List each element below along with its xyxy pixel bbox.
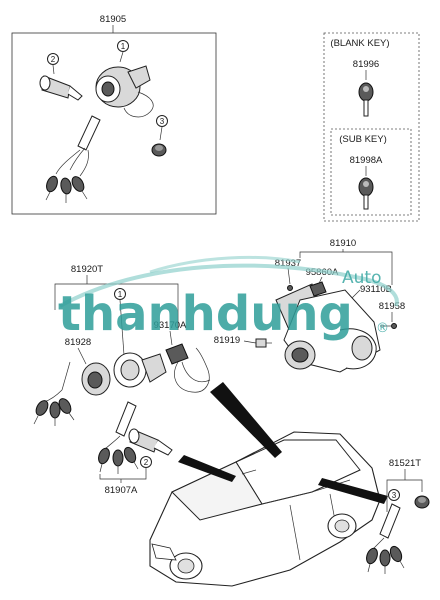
blank-key-icon — [358, 82, 374, 117]
callout-circle-3-bottom — [388, 489, 400, 501]
callout-1-mid: 1 — [118, 290, 123, 299]
leader-c1-mid — [119, 299, 125, 356]
door-lock-set-group: 2 81907A — [98, 401, 173, 496]
label-81905: 81905 — [100, 14, 126, 25]
sub-key-heading: (SUB KEY) — [339, 134, 387, 145]
callout-2-bottom: 2 — [144, 458, 149, 467]
trunk-cylinder-icon — [414, 495, 430, 509]
label-81937: 81937 — [275, 258, 301, 269]
sub-key-box — [330, 128, 412, 216]
callout-circle-1-mid — [114, 288, 126, 300]
label-81919: 81919 — [214, 335, 240, 346]
key-set-mid-icon — [33, 361, 75, 426]
callout-2-top: 2 — [51, 55, 56, 64]
steering-lock-housing-icon — [275, 281, 397, 373]
ignition-cylinder-icon — [95, 65, 154, 118]
callout-circle-2-top — [47, 53, 59, 65]
label-81521T: 81521T — [389, 458, 421, 469]
leader-93170A — [169, 330, 173, 346]
callout-3-top: 3 — [160, 117, 165, 126]
watermark-suffix: Auto — [342, 268, 381, 288]
label-81920T: 81920T — [71, 264, 103, 275]
ignition-set-box — [11, 32, 217, 215]
leader-81919 — [243, 340, 257, 344]
pointer-arrows — [178, 382, 388, 504]
key-options-group: (BLANK KEY) 81996 (SUB KEY) 81998A — [323, 32, 420, 222]
watermark: thanhdung Auto ® — [58, 255, 399, 342]
trunk-cylinder-cap-icon — [151, 143, 167, 157]
watermark-car-swoosh — [59, 263, 399, 308]
key-set-icon — [45, 115, 101, 203]
label-81910: 81910 — [330, 238, 356, 249]
leader-c1-top — [119, 51, 124, 63]
sub-key-icon — [358, 177, 374, 210]
blank-key-heading: (BLANK KEY) — [330, 38, 389, 49]
callout-circle-1-top — [117, 40, 129, 52]
door-lock-cylinder-icon — [39, 75, 83, 101]
label-81907A: 81907A — [105, 485, 138, 496]
label-81928: 81928 — [65, 337, 91, 348]
wiring-harness-icon — [165, 343, 211, 393]
bracket-81521T — [386, 479, 423, 512]
car-outline-icon — [149, 431, 381, 587]
trunk-lock-set-group: 81521T 3 — [366, 458, 430, 574]
bracket-81907A — [99, 468, 147, 480]
leader-c3-top — [159, 126, 163, 141]
callout-circle-3-top — [156, 115, 168, 127]
callout-circle-2-bottom — [140, 456, 152, 468]
label-93170A: 93170A — [154, 320, 187, 331]
watermark-mark: ® — [376, 321, 389, 336]
bolt-icon — [255, 338, 272, 348]
lock-set-left-group: 81920T 1 93170A 81919 81928 — [33, 264, 272, 426]
door-key-icon — [98, 401, 139, 474]
callout-1-top: 1 — [121, 42, 126, 51]
pointer-arrow-1 — [210, 382, 282, 458]
callout-3-bottom: 3 — [392, 491, 397, 500]
door-lock-cylinder-2-icon — [128, 428, 173, 456]
leader-81937 — [287, 267, 291, 285]
pointer-arrow-3 — [318, 478, 388, 504]
pointer-arrow-2 — [178, 455, 236, 482]
watermark-brand: thanhdung — [58, 286, 353, 342]
label-81998A: 81998A — [350, 155, 383, 166]
ignition-switch-icon — [81, 352, 167, 396]
key-options-box — [323, 32, 420, 222]
label-81996: 81996 — [353, 59, 379, 70]
trunk-key-icon — [366, 503, 405, 574]
label-93110B: 93110B — [360, 284, 392, 295]
label-81958: 81958 — [379, 301, 405, 312]
bracket-81910 — [299, 251, 393, 285]
leader-81928 — [77, 347, 87, 365]
ignition-set-group: 81905 1 2 3 — [11, 14, 217, 215]
leader-c2-top — [52, 64, 55, 75]
